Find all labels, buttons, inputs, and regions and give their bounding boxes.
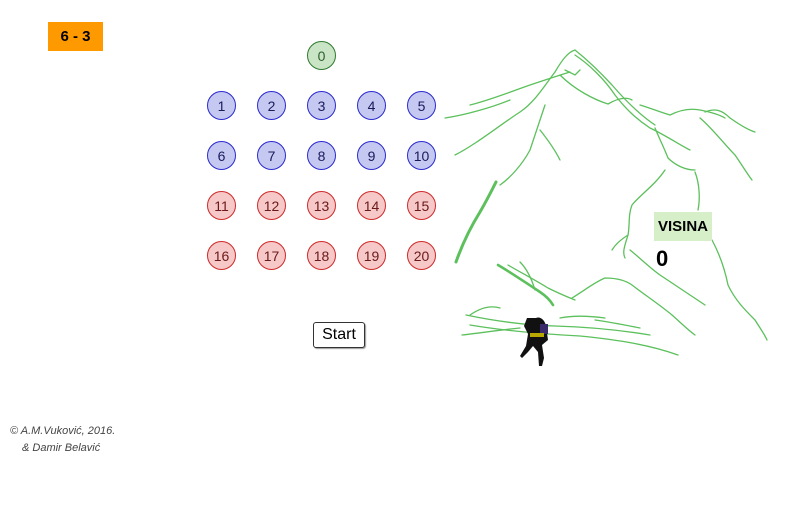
number-button-15[interactable]: 15 — [407, 191, 436, 220]
height-label: VISINA — [654, 212, 712, 241]
number-button-11[interactable]: 11 — [207, 191, 236, 220]
number-button-1[interactable]: 1 — [207, 91, 236, 120]
number-button-18[interactable]: 18 — [307, 241, 336, 270]
start-button[interactable]: Start — [313, 322, 365, 348]
number-button-8[interactable]: 8 — [307, 141, 336, 170]
number-button-19[interactable]: 19 — [357, 241, 386, 270]
number-button-14[interactable]: 14 — [357, 191, 386, 220]
height-value: 0 — [656, 246, 669, 271]
number-button-12[interactable]: 12 — [257, 191, 286, 220]
number-button-4[interactable]: 4 — [357, 91, 386, 120]
number-button-9[interactable]: 9 — [357, 141, 386, 170]
credit-coauthor: & Damir Belavić — [22, 442, 101, 454]
credit-author: © A.M.Vuković, 2016. — [10, 425, 116, 437]
number-button-17[interactable]: 17 — [257, 241, 286, 270]
number-button-10[interactable]: 10 — [407, 141, 436, 170]
number-button-7[interactable]: 7 — [257, 141, 286, 170]
number-button-0[interactable]: 0 — [307, 41, 336, 70]
number-button-2[interactable]: 2 — [257, 91, 286, 120]
number-button-13[interactable]: 13 — [307, 191, 336, 220]
climber-figure — [520, 317, 548, 366]
number-button-6[interactable]: 6 — [207, 141, 236, 170]
number-button-3[interactable]: 3 — [307, 91, 336, 120]
number-button-5[interactable]: 5 — [407, 91, 436, 120]
number-button-20[interactable]: 20 — [407, 241, 436, 270]
task-badge: 6 - 3 — [48, 22, 103, 51]
number-button-16[interactable]: 16 — [207, 241, 236, 270]
